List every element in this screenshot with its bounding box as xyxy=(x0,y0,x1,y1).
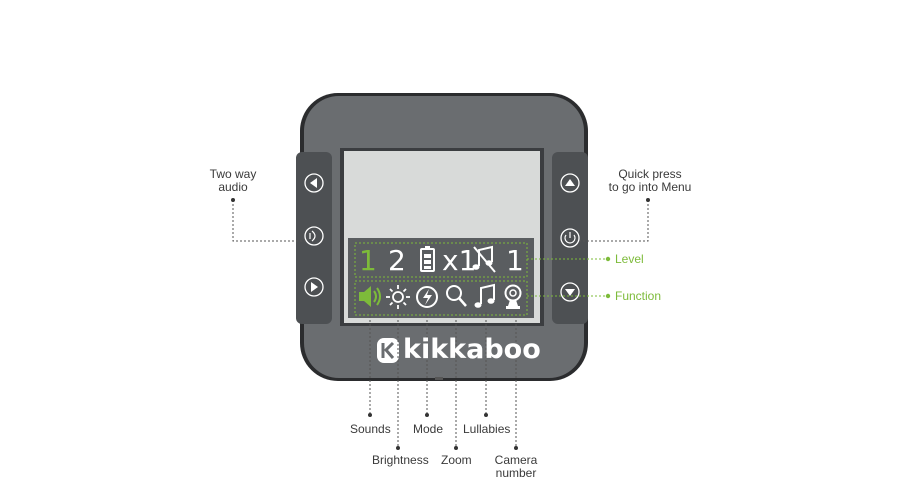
brand-name: kikkaboo xyxy=(403,334,541,365)
up-left-button[interactable] xyxy=(304,173,324,193)
brightness-icon xyxy=(386,285,410,309)
leader-dots xyxy=(231,198,650,450)
camera-level-text: 1 xyxy=(506,244,524,277)
camera-number-label: Camera number xyxy=(490,454,542,480)
two-way-audio-line1: Two way xyxy=(209,167,257,181)
level-1-text: 1 xyxy=(359,244,377,277)
right-play-button[interactable] xyxy=(304,277,324,297)
mode-label: Mode xyxy=(413,422,444,436)
zoom-level-text: x1 xyxy=(442,244,477,277)
kikkaboo-logo-icon xyxy=(377,338,399,363)
zoom-icon xyxy=(446,285,467,307)
device-port xyxy=(435,377,443,380)
sounds-label: Sounds xyxy=(350,422,391,436)
quick-press-label: Quick press to go into Menu xyxy=(600,168,700,194)
brightness-label: Brightness xyxy=(372,453,429,467)
function-row-outline xyxy=(354,280,528,316)
quick-press-line2: to go into Menu xyxy=(608,180,692,194)
two-way-audio-label: Two way audio xyxy=(203,168,263,194)
lullaby-icon xyxy=(474,283,495,308)
two-way-audio-line2: audio xyxy=(218,180,248,194)
down-button[interactable] xyxy=(560,282,580,302)
talk-button[interactable] xyxy=(304,226,324,246)
sound-icon xyxy=(359,286,381,307)
level-2-text: 2 xyxy=(388,244,406,277)
camera-icon xyxy=(504,284,522,309)
music-off-icon xyxy=(472,245,496,273)
leader-lines xyxy=(232,200,649,448)
zoom-label: Zoom xyxy=(441,453,472,467)
camera-number-line2: number xyxy=(495,466,537,480)
lullabies-label: Lullabies xyxy=(463,422,511,436)
level-row-outline xyxy=(354,242,528,278)
mode-icon xyxy=(416,286,438,308)
up-button[interactable] xyxy=(560,173,580,193)
function-label: Function xyxy=(615,289,662,303)
battery-icon xyxy=(420,246,435,272)
power-menu-button[interactable] xyxy=(560,228,580,248)
camera-number-line1: Camera xyxy=(494,453,538,467)
level-label: Level xyxy=(615,252,644,266)
icon-panel xyxy=(348,238,534,318)
quick-press-line1: Quick press xyxy=(618,167,682,181)
